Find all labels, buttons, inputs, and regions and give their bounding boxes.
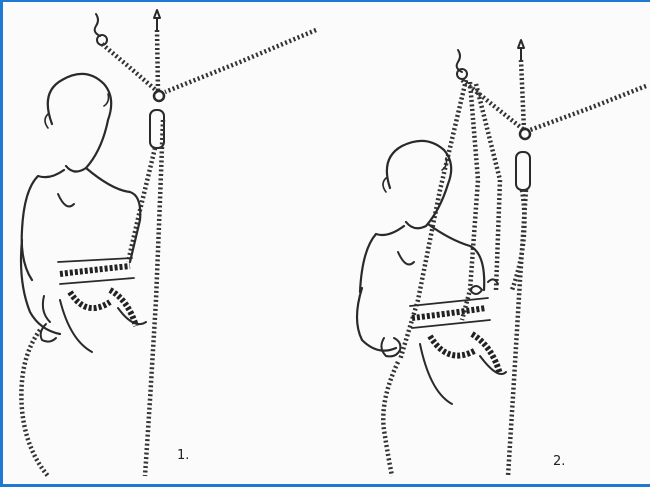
panel-2-rope-tail [383,362,398,476]
panel-2-sling-center [521,60,524,130]
panel-1-master-point [154,91,164,101]
panel-1-anchor-right [154,10,160,30]
panel-2-harness-belt [412,308,486,318]
panel-1-person [21,74,146,352]
panel-1-rope-tail [21,330,48,476]
panel-2-anchor-left [457,50,467,79]
panel-2-illustration [357,40,646,476]
panel-1-harness-belt [60,266,130,274]
panel-1-sling-right [165,30,316,92]
panel-2-person [357,141,506,404]
panel-1-label: 1. [177,448,189,463]
panel-2-master-point [520,129,530,139]
panel-2-haul-rope-b [462,82,478,320]
panel-1-main-rope [145,120,163,476]
panel-2-tether [512,190,524,290]
panel-1-illustration [21,10,316,476]
panel-1-tether [128,148,155,262]
panel-2-sling-right [530,86,646,130]
panel-2-anchor-right [518,40,524,60]
panel-2-descender-device [516,152,530,190]
panel-1-sling-center [157,30,158,92]
panel-2-main-rope [508,190,526,476]
panel-2-label: 2. [553,454,565,469]
panel-1-anchor-left [95,14,107,45]
panel-1-sling-left [102,44,158,92]
